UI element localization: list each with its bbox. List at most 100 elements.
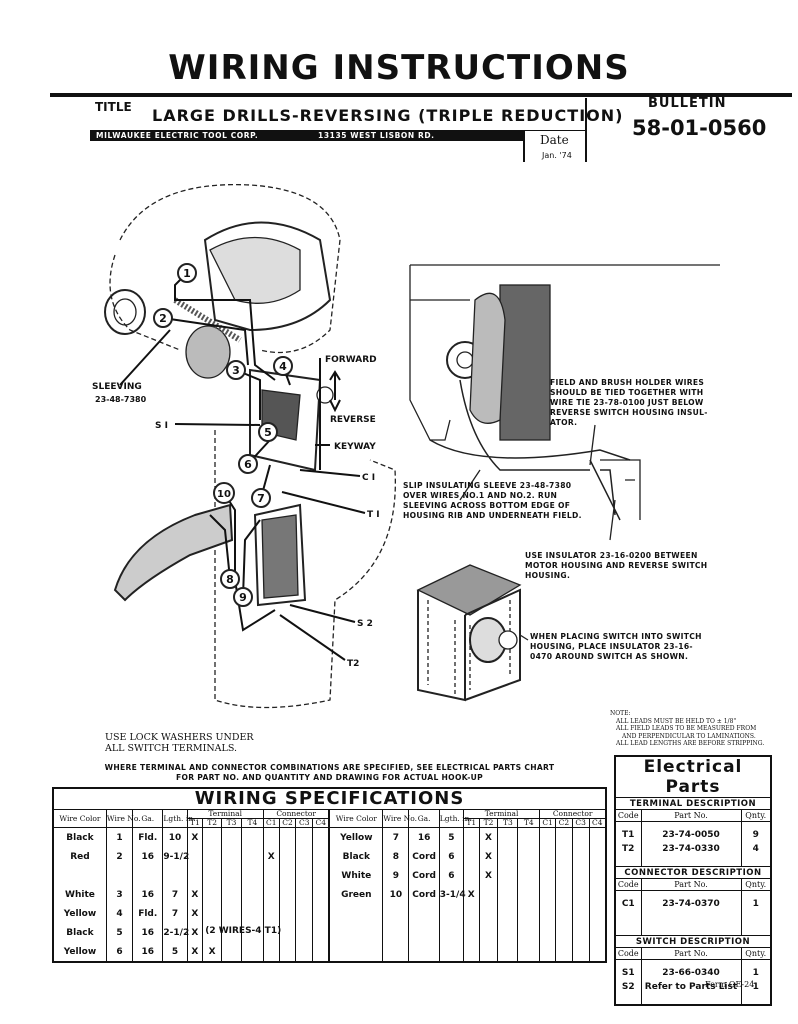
part-header: Part No. — [640, 947, 742, 960]
note-line: SHOULD BE TIED TOGETHER WITH — [550, 388, 704, 397]
company-address: 13135 WEST LISBON RD. BROOKFIELD,WIS. — [318, 131, 435, 151]
title-label: TITLE — [95, 100, 132, 114]
wire-callout-4: 4 — [273, 356, 293, 376]
connection-mark: X — [478, 827, 498, 847]
title-rule — [50, 93, 792, 97]
wire-lgth: 7 — [162, 885, 187, 904]
t2-label: T2 — [347, 659, 359, 669]
wire-number: 4 — [279, 360, 287, 373]
connection-mark — [497, 827, 518, 847]
note-line: WIRE TIE 23-78-0100 JUST BELOW — [550, 398, 704, 407]
wire-number: 8 — [226, 573, 234, 586]
wire-no — [382, 942, 409, 962]
connection-mark — [278, 904, 296, 923]
connection-mark — [478, 885, 498, 904]
connection-mark — [497, 904, 518, 923]
wire-callout-8: 8 — [220, 569, 240, 589]
table-title: WIRING SPECIFICATIONS — [52, 788, 606, 810]
part-number: 23-66-0340 Refer to Parts List — [640, 959, 742, 1006]
wire-color: Yellow — [52, 942, 107, 962]
note-line: OVER WIRES NO.1 AND NO.2. RUN — [403, 491, 558, 500]
company-name: MILWAUKEE ELECTRIC TOOL CORP. — [96, 131, 259, 140]
connection-mark — [478, 942, 498, 962]
wire-ga: 16 — [132, 923, 163, 942]
part-header: Part No. — [640, 809, 742, 822]
note-line: HOUSING. — [525, 571, 571, 580]
column-header: C3 — [571, 818, 589, 828]
part-number: 23-74-0370 — [640, 890, 742, 936]
part-quantity: 1 — [740, 890, 772, 936]
field-brush-note: FIELD AND BRUSH HOLDER WIRES SHOULD BE T… — [550, 378, 708, 428]
connection-mark — [278, 923, 296, 942]
connection-mark — [278, 847, 296, 866]
wire-callout-7: 7 — [251, 488, 271, 508]
connection-mark — [462, 904, 480, 923]
wire-lgth: 6 — [438, 866, 464, 885]
wire-color — [328, 923, 383, 942]
motor-housing-diagram — [409, 264, 720, 521]
connection-mark — [202, 885, 222, 904]
connection-mark — [588, 866, 606, 885]
wire-color: Black — [328, 847, 383, 866]
gauge-header: Ga. — [132, 809, 163, 828]
column-header: T2 — [478, 818, 498, 828]
wire-color: Yellow — [328, 827, 383, 847]
wire-ga — [132, 866, 163, 885]
connection-mark: X — [462, 885, 480, 904]
connection-mark — [571, 885, 589, 904]
connection-mark — [262, 866, 280, 885]
connection-mark — [295, 827, 313, 847]
connection-mark — [588, 847, 606, 866]
sleeving-label: SLEEVING — [92, 382, 142, 392]
row-note-text: (2 WIRES-4 T1) — [205, 926, 282, 936]
connection-mark — [186, 847, 203, 866]
row-note: (2 WIRES-4 T1) — [202, 923, 281, 942]
connection-mark — [539, 866, 556, 885]
connection-mark — [240, 827, 264, 847]
wire-callout-10: 10 — [213, 482, 235, 504]
connection-mark — [555, 827, 573, 847]
connection-mark — [295, 923, 313, 942]
connection-mark — [312, 847, 330, 866]
wire-number: 1 — [183, 267, 191, 280]
connection-mark — [312, 923, 330, 942]
connection-mark: X — [186, 827, 203, 847]
wire-no-header: Wire No. — [382, 809, 417, 828]
connection-mark — [312, 827, 330, 847]
wire-no — [382, 904, 409, 923]
note-line: NOTE: — [610, 710, 631, 717]
connection-mark — [202, 827, 222, 847]
wire-ga: 16 — [132, 847, 163, 866]
wire-ga: Cord — [408, 866, 440, 885]
connection-mark — [221, 827, 242, 847]
wire-ga — [408, 904, 440, 923]
wire-lgth — [438, 904, 464, 923]
note-line: HOUSING, PLACE INSULATOR 23-16- — [530, 642, 693, 651]
connection-mark — [571, 866, 589, 885]
connection-mark — [240, 847, 264, 866]
note-line: SLEEVING ACROSS BOTTOM EDGE OF — [403, 501, 571, 510]
connection-mark — [262, 827, 280, 847]
wire-color — [52, 866, 107, 885]
wire-no: 3 — [105, 885, 133, 904]
connection-mark — [571, 942, 589, 962]
note-line: ALL SWITCH TERMINALS. — [105, 743, 238, 754]
connection-mark — [555, 904, 573, 923]
connection-mark — [555, 885, 573, 904]
s1-label: S I — [155, 421, 168, 431]
connection-mark — [588, 827, 606, 847]
connection-mark — [555, 847, 573, 866]
section-title: SWITCH DESCRIPTION — [614, 935, 772, 948]
connection-mark — [240, 885, 264, 904]
wire-number: 10 — [217, 489, 231, 500]
length-header: Lgth. in. — [438, 809, 472, 828]
connection-mark — [221, 885, 242, 904]
insulator-note: USE INSULATOR 23-16-0200 BETWEEN MOTOR H… — [525, 551, 707, 581]
part-code: S1 S2 — [614, 959, 642, 1006]
column-header: C2 — [278, 818, 296, 828]
connection-mark — [462, 942, 480, 962]
